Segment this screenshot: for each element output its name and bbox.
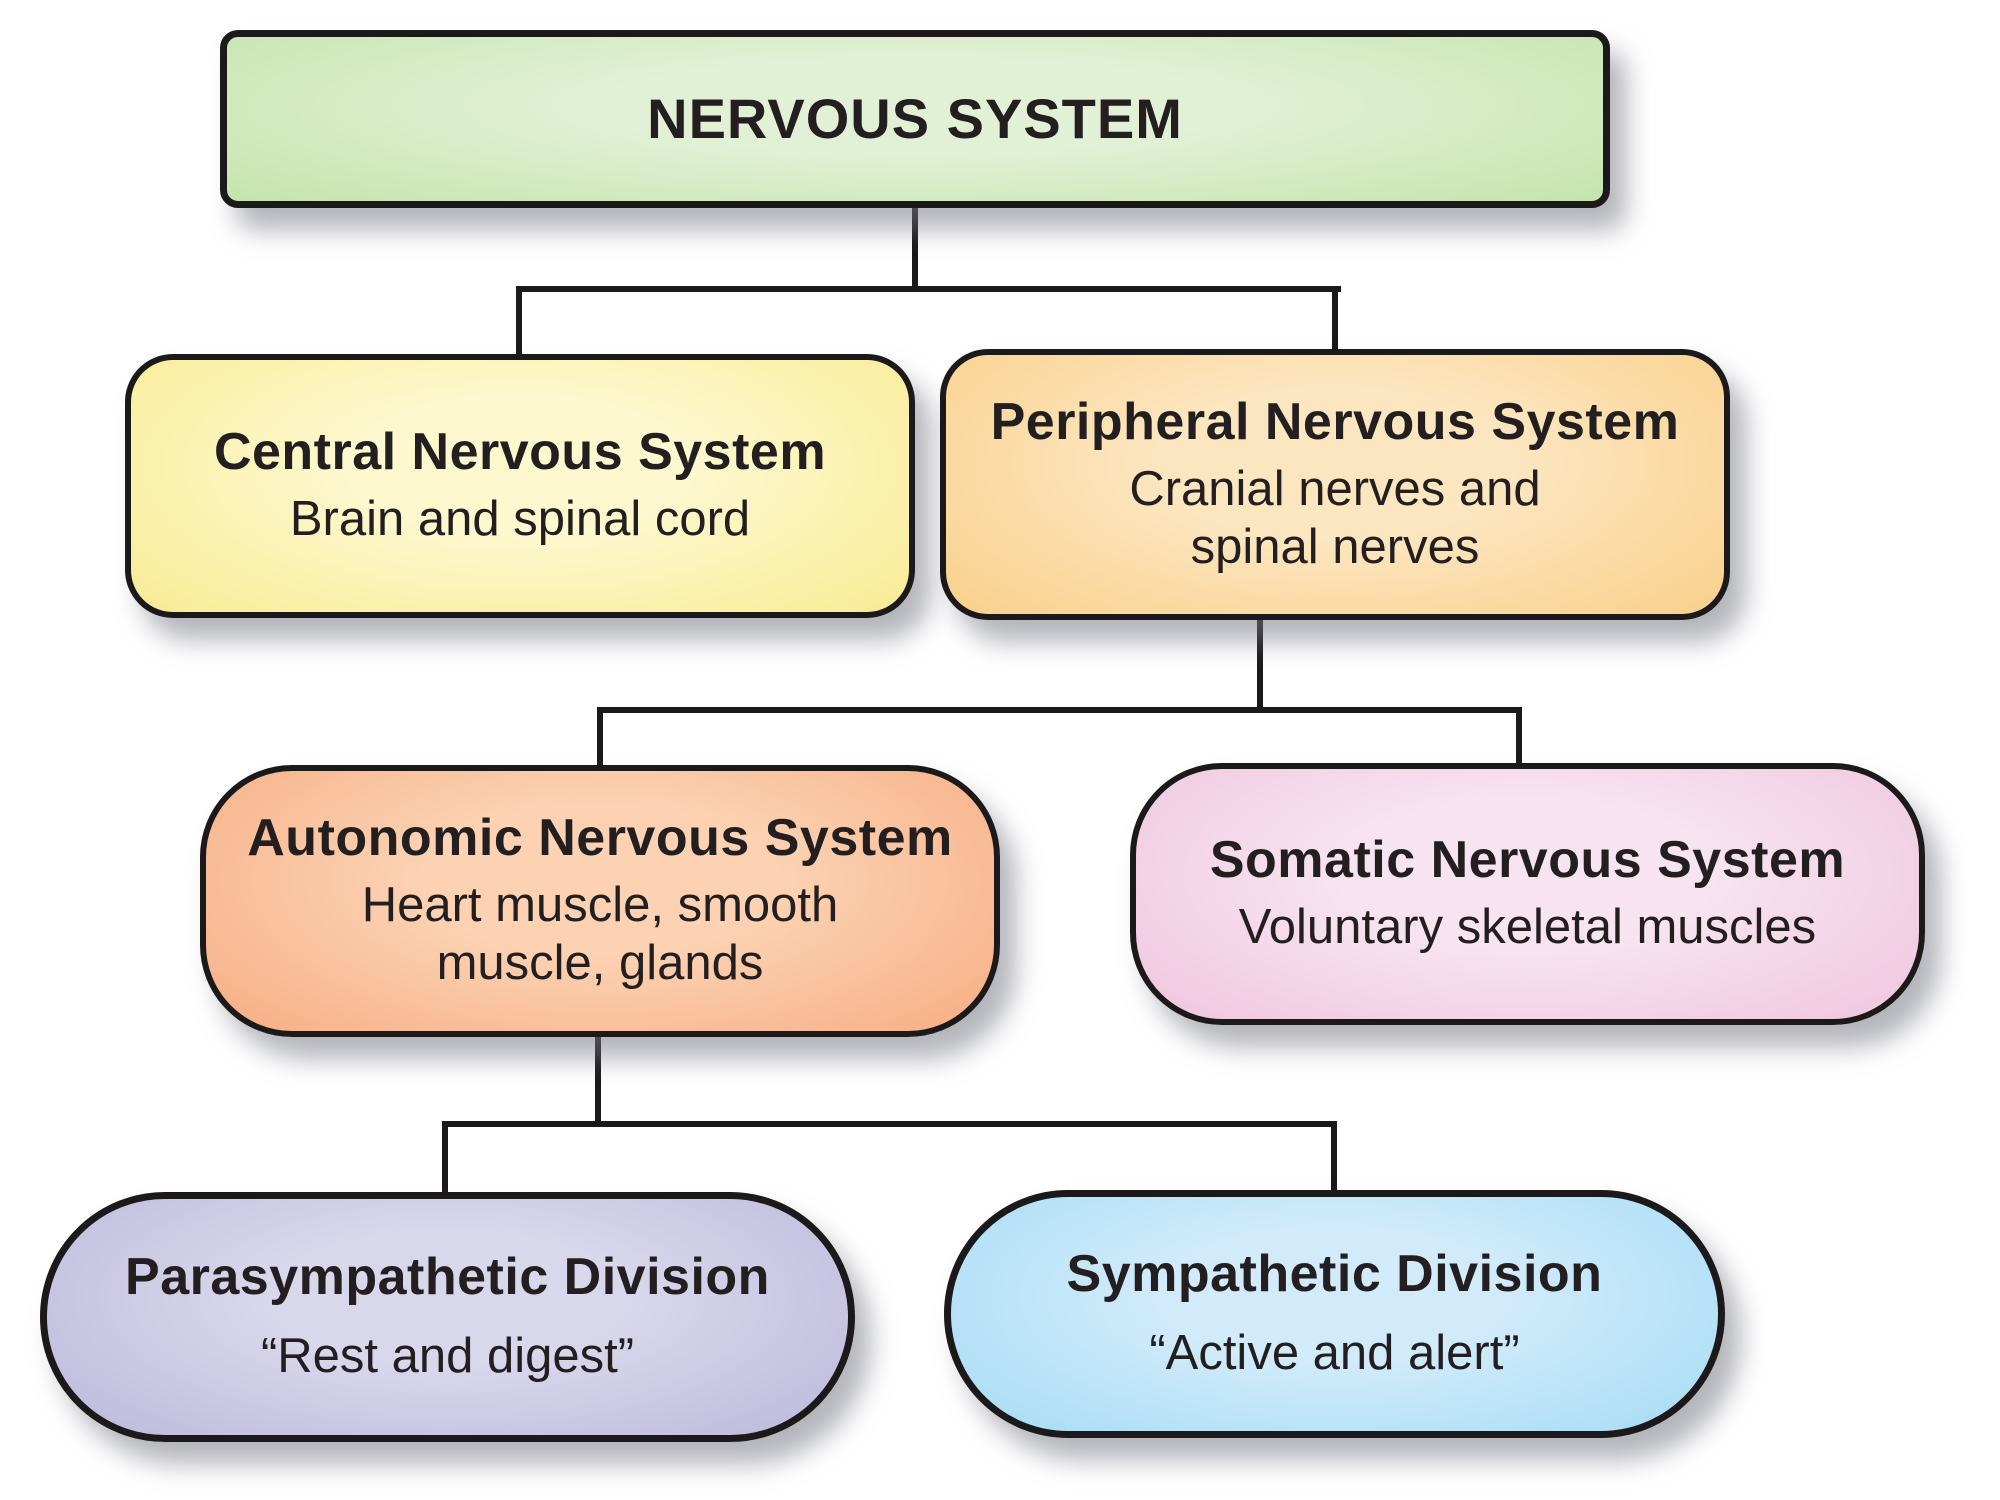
node-peripheral-subtitle: Cranial nerves and spinal nerves [1129,461,1540,577]
connector-peripheral-feed-line [1257,616,1263,713]
connector-parasympathetic-drop-line [442,1121,448,1198]
node-peripheral-title: Peripheral Nervous System [990,392,1680,451]
node-somatic-title: Somatic Nervous System [1209,830,1846,889]
node-autonomic-title: Autonomic Nervous System [247,809,953,868]
connector-peripheral-drop-line [1332,286,1338,355]
connector-level2-bar-line [516,286,1341,292]
connector-somatic-drop-line [1516,707,1522,769]
node-sympathetic-division: Sympathetic Division “Active and alert” [944,1190,1725,1438]
node-autonomic-subtitle-line2: muscle, glands [436,936,764,991]
node-peripheral-subtitle-line1: Cranial nerves and [1129,461,1541,516]
node-autonomic-nervous-system: Autonomic Nervous System Heart muscle, s… [200,765,1000,1037]
connector-autonomic-feed-line [595,1035,601,1127]
node-somatic-subtitle: Voluntary skeletal muscles [1238,900,1817,955]
node-sympathetic-subtitle: “Active and alert” [1149,1326,1520,1381]
node-nervous-system: NERVOUS SYSTEM [220,30,1610,208]
node-parasympathetic-title: Parasympathetic Division [125,1247,770,1306]
node-somatic-nervous-system: Somatic Nervous System Voluntary skeleta… [1130,763,1925,1025]
node-central-nervous-system: Central Nervous System Brain and spinal … [125,354,915,618]
node-parasympathetic-subtitle: “Rest and digest” [260,1329,635,1384]
node-central-title: Central Nervous System [213,422,827,481]
connector-sympathetic-drop-line [1331,1121,1337,1196]
node-peripheral-subtitle-line2: spinal nerves [1190,519,1480,574]
node-central-subtitle: Brain and spinal cord [289,492,751,547]
connector-level3-bar-line [597,707,1522,713]
connector-central-drop-line [516,286,522,360]
node-autonomic-subtitle: Heart muscle, smooth muscle, glands [362,877,839,993]
connector-level4-bar-line [442,1121,1337,1127]
connector-autonomic-drop-line [597,707,603,771]
connector-root-feed-line [912,205,918,292]
node-autonomic-subtitle-line1: Heart muscle, smooth [361,878,839,933]
node-peripheral-nervous-system: Peripheral Nervous System Cranial nerves… [940,349,1730,620]
node-parasympathetic-division: Parasympathetic Division “Rest and diges… [40,1192,855,1442]
node-sympathetic-title: Sympathetic Division [1066,1244,1603,1303]
node-nervous-system-title: NERVOUS SYSTEM [647,86,1183,150]
